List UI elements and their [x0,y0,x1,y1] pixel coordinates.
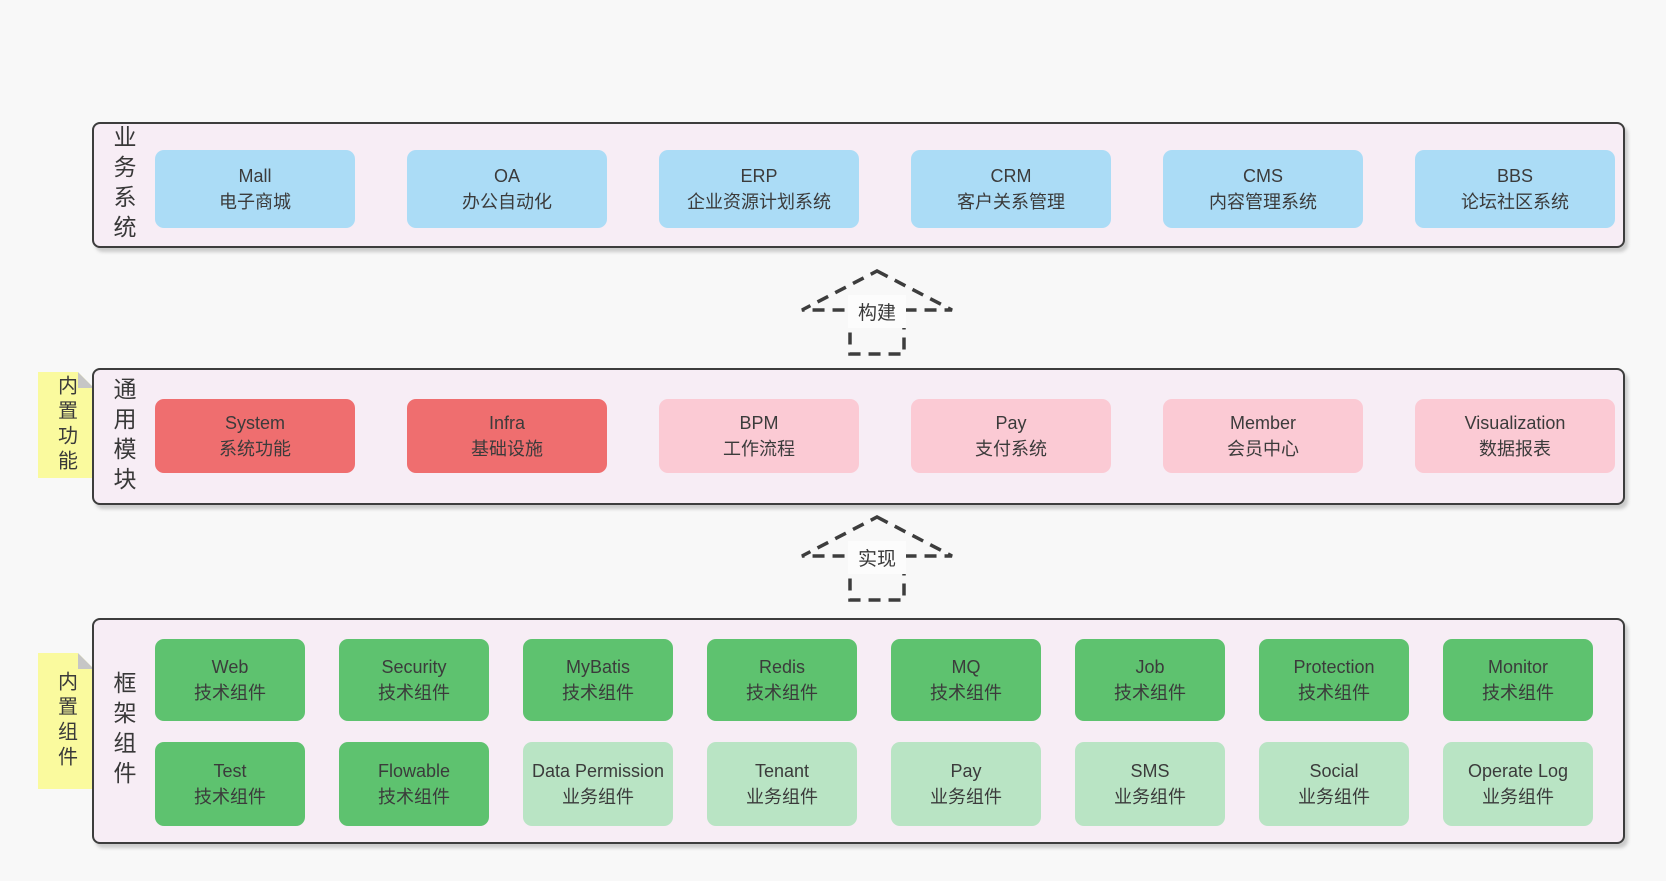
box-name-zh: 论坛社区系统 [1461,192,1569,212]
box-job: Job 技术组件 [1075,639,1225,721]
box-social: Social 业务组件 [1259,742,1409,826]
framework-components-panel: 框架组件 Web 技术组件 Security 技术组件 MyBatis 技术组件… [92,618,1625,844]
box-name-en: BBS [1496,165,1534,186]
box-pay: Pay 支付系统 [911,399,1111,473]
box-pay-biz: Pay 业务组件 [891,742,1041,826]
box-data-permission: Data Permission 业务组件 [523,742,673,826]
box-name-en: Mall [238,165,272,186]
box-monitor: Monitor 技术组件 [1443,639,1593,721]
box-oa: OA 办公自动化 [407,150,607,228]
box-name-zh: 技术组件 [194,787,266,807]
box-name-zh: 客户关系管理 [957,192,1065,212]
implement-arrow-icon: 实现 [801,515,953,602]
common-modules-panel: 通用模块 System 系统功能 Infra 基础设施 BPM 工作流程 Pay… [92,368,1625,505]
sticky-note-builtin-components: 内置组件 [38,653,94,789]
box-system: System 系统功能 [155,399,355,473]
box-name-zh: 电子商城 [219,192,291,212]
box-name-en: ERP [740,165,778,186]
box-name-zh: 会员中心 [1227,439,1299,459]
box-name-zh: 业务组件 [930,787,1002,807]
box-name-zh: 技术组件 [1298,683,1370,703]
box-name-en: MQ [951,656,981,677]
box-name-zh: 技术组件 [746,683,818,703]
sticky-note-builtin-features: 内置功能 [38,372,94,478]
box-web: Web 技术组件 [155,639,305,721]
box-name-en: Redis [758,656,806,677]
box-protection: Protection 技术组件 [1259,639,1409,721]
box-name-en: Social [1309,760,1359,781]
box-crm: CRM 客户关系管理 [911,150,1111,228]
box-name-zh: 企业资源计划系统 [687,192,831,212]
box-name-zh: 技术组件 [378,683,450,703]
box-name-zh: 业务组件 [1298,787,1370,807]
box-member: Member 会员中心 [1163,399,1363,473]
box-name-zh: 支付系统 [975,439,1047,459]
box-name-en: Flowable [377,760,451,781]
box-test: Test 技术组件 [155,742,305,826]
box-cms: CMS 内容管理系统 [1163,150,1363,228]
box-name-en: MyBatis [565,656,630,677]
panel-label-business: 业务系统 [110,125,136,245]
build-arrow-label: 构建 [858,302,896,324]
box-name-zh: 技术组件 [194,683,266,703]
box-name-en: Web [211,656,249,677]
box-name-zh: 技术组件 [378,787,450,807]
box-name-en: Member [1229,412,1296,433]
box-flowable: Flowable 技术组件 [339,742,489,826]
box-name-zh: 业务组件 [1114,787,1186,807]
box-name-en: System [224,412,285,433]
box-security: Security 技术组件 [339,639,489,721]
box-mybatis: MyBatis 技术组件 [523,639,673,721]
business-systems-panel: 业务系统 Mall 电子商城 OA 办公自动化 ERP 企业资源计划系统 CRM… [92,122,1625,248]
box-name-en: OA [493,165,520,186]
box-name-en: Infra [488,412,526,433]
box-name-zh: 业务组件 [746,787,818,807]
box-name-en: Operate Log [1467,760,1569,781]
box-mq: MQ 技术组件 [891,639,1041,721]
box-name-en: CMS [1243,165,1283,186]
box-redis: Redis 技术组件 [707,639,857,721]
box-name-zh: 基础设施 [471,439,543,459]
box-name-en: Security [381,656,447,677]
box-name-zh: 技术组件 [562,683,634,703]
box-name-en: Protection [1293,656,1375,677]
sticky-label: 内置功能 [54,375,77,475]
box-name-en: Tenant [754,760,810,781]
sticky-label: 内置组件 [54,671,77,771]
box-name-en: Visualization [1464,412,1566,433]
box-name-zh: 内容管理系统 [1209,192,1317,212]
box-name-en: SMS [1130,760,1170,781]
box-name-zh: 系统功能 [219,439,291,459]
box-sms: SMS 业务组件 [1075,742,1225,826]
box-name-zh: 业务组件 [1482,787,1554,807]
box-name-en: Pay [995,412,1027,433]
box-name-en: Monitor [1487,656,1549,677]
build-arrow-icon: 构建 [801,269,953,356]
box-visualization: Visualization 数据报表 [1415,399,1615,473]
box-mall: Mall 电子商城 [155,150,355,228]
implement-arrow-label: 实现 [858,548,896,570]
box-erp: ERP 企业资源计划系统 [659,150,859,228]
box-name-zh: 工作流程 [723,439,795,459]
box-name-zh: 技术组件 [930,683,1002,703]
box-name-zh: 业务组件 [562,787,634,807]
box-name-zh: 技术组件 [1114,683,1186,703]
box-name-zh: 办公自动化 [462,192,552,212]
box-name-en: CRM [990,165,1032,186]
box-bbs: BBS 论坛社区系统 [1415,150,1615,228]
box-name-en: Test [213,760,247,781]
panel-label-framework: 框架组件 [110,671,136,791]
box-infra: Infra 基础设施 [407,399,607,473]
box-operate-log: Operate Log 业务组件 [1443,742,1593,826]
box-bpm: BPM 工作流程 [659,399,859,473]
box-tenant: Tenant 业务组件 [707,742,857,826]
box-name-zh: 技术组件 [1482,683,1554,703]
box-name-en: BPM [739,412,779,433]
box-name-zh: 数据报表 [1479,439,1551,459]
box-name-en: Pay [950,760,982,781]
box-name-en: Data Permission [531,760,665,781]
box-name-en: Job [1135,656,1165,677]
panel-label-common: 通用模块 [110,376,136,497]
